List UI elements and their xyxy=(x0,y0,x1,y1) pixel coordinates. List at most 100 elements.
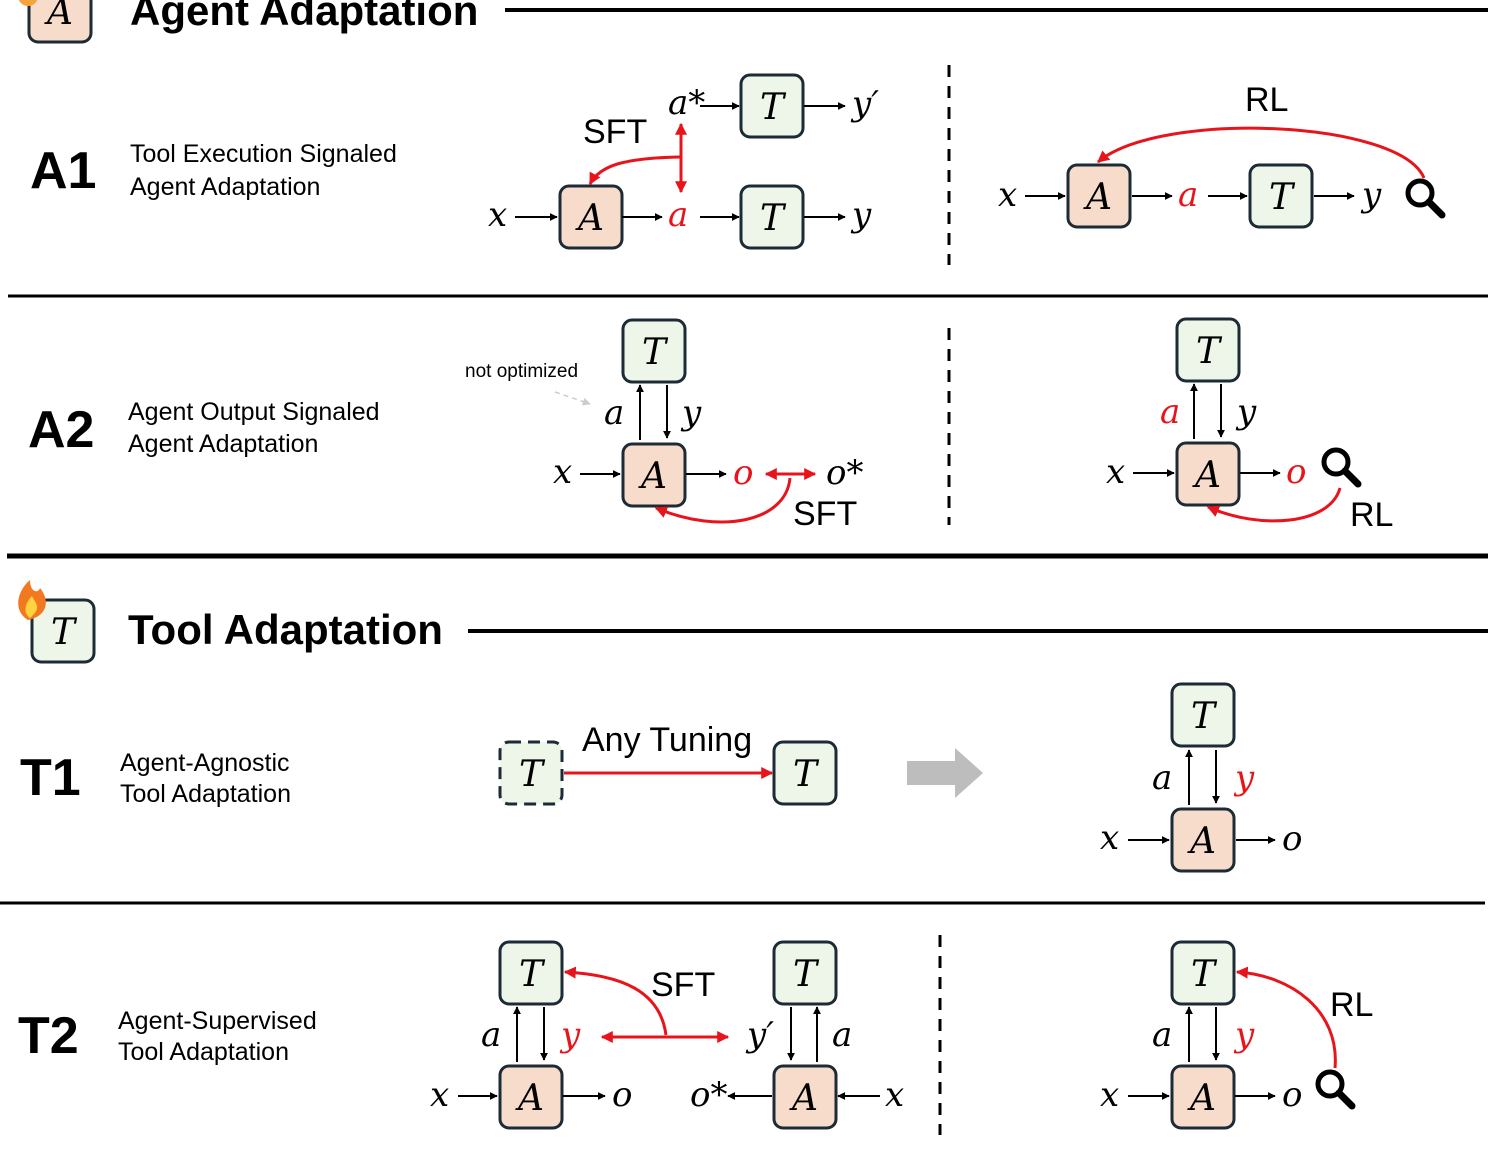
agent-symbol: A xyxy=(1187,821,1216,862)
method-label: RL xyxy=(1350,496,1393,534)
row-label-T1: T1 xyxy=(20,749,81,807)
undefined: a xyxy=(604,393,624,433)
action-output: a xyxy=(668,195,688,235)
signal-arrow xyxy=(563,966,668,1036)
undefined: x xyxy=(430,1075,449,1115)
undefined: a* xyxy=(668,83,705,123)
agent-box xyxy=(621,442,687,508)
tool-box xyxy=(498,940,564,1006)
tool-output: y xyxy=(559,1015,581,1055)
row-desc: Agent-Supervised xyxy=(118,1007,317,1035)
tool-symbol: T xyxy=(1191,696,1218,737)
undefined: x xyxy=(1100,1075,1119,1115)
agent-box xyxy=(27,0,93,44)
row-desc: Agent Adaptation xyxy=(130,173,320,201)
tool-symbol: T xyxy=(519,954,546,995)
undefined: x xyxy=(998,175,1017,215)
tool-box xyxy=(621,318,687,384)
note-label: not optimized xyxy=(465,361,578,382)
agent-box xyxy=(1170,1064,1236,1130)
signal-arrow xyxy=(1206,487,1342,523)
output: o xyxy=(733,453,753,493)
agent-symbol: A xyxy=(515,1078,544,1119)
tool-box xyxy=(498,740,564,806)
agent-symbol: A xyxy=(1187,1078,1216,1119)
undefined: o* xyxy=(826,453,863,493)
method-label: SFT xyxy=(583,113,647,151)
tool-box xyxy=(772,740,838,806)
undefined: a xyxy=(1152,758,1172,798)
undefined: y xyxy=(1360,175,1382,215)
signal-arrow xyxy=(588,155,682,186)
tool-symbol: T xyxy=(51,612,78,653)
method-label: RL xyxy=(1245,81,1288,119)
agent-symbol: A xyxy=(44,0,73,33)
tool-box xyxy=(30,598,96,664)
tool-box xyxy=(739,184,805,250)
tool-box xyxy=(772,940,838,1006)
tool-box xyxy=(1170,682,1236,748)
section-title-agent: Agent Adaptation xyxy=(130,0,478,34)
method-label: SFT xyxy=(793,495,857,533)
tool-symbol: T xyxy=(760,87,787,128)
tool-symbol: T xyxy=(760,198,787,239)
tool-box xyxy=(739,73,805,139)
magnifier-handle xyxy=(1335,1089,1356,1110)
agent-symbol: A xyxy=(575,198,604,239)
magnifier-icon xyxy=(1315,1069,1345,1099)
row-label-T2: T2 xyxy=(18,1007,79,1065)
transition-arrow xyxy=(907,748,983,798)
tool-symbol: T xyxy=(793,954,820,995)
undefined: y xyxy=(680,393,702,433)
magnifier-icon xyxy=(1405,178,1435,208)
row-desc: Tool Adaptation xyxy=(118,1038,289,1066)
row-desc: Agent Adaptation xyxy=(128,430,318,458)
tool-output: y xyxy=(1233,1015,1255,1055)
row-desc: Agent Output Signaled xyxy=(128,398,380,426)
undefined: y′ xyxy=(745,1015,774,1055)
fire-icon xyxy=(18,0,38,6)
undefined: a xyxy=(1152,1015,1172,1055)
undefined: x xyxy=(1100,818,1119,858)
method-label: RL xyxy=(1330,986,1373,1024)
undefined: y′ xyxy=(850,84,879,124)
method-label: SFT xyxy=(651,966,715,1004)
undefined: y xyxy=(850,195,872,235)
row-desc: Tool Adaptation xyxy=(120,780,291,808)
agent-box xyxy=(1175,441,1241,507)
undefined: o xyxy=(1282,1075,1302,1115)
undefined: x xyxy=(553,452,572,492)
magnifier-icon xyxy=(1321,447,1351,477)
tool-symbol: T xyxy=(1269,177,1296,218)
agent-symbol: A xyxy=(638,456,667,497)
agent-box xyxy=(498,1064,564,1130)
output: o xyxy=(1286,452,1306,492)
undefined: y xyxy=(1235,392,1257,432)
signal-arrow xyxy=(1235,966,1337,1069)
tool-output: y xyxy=(1233,758,1255,798)
signal-arrow xyxy=(1097,126,1426,179)
action-output: a xyxy=(1160,392,1180,432)
agent-box xyxy=(772,1064,838,1130)
undefined: o xyxy=(612,1075,632,1115)
undefined: a xyxy=(481,1015,501,1055)
undefined: x xyxy=(488,195,507,235)
note-arrow xyxy=(554,391,591,406)
magnifier-handle xyxy=(1425,198,1446,219)
tool-box xyxy=(1175,317,1241,383)
signal-arrow xyxy=(654,477,792,524)
undefined: o* xyxy=(690,1075,727,1115)
undefined: a xyxy=(832,1015,852,1055)
undefined: o xyxy=(1282,819,1302,859)
agent-symbol: A xyxy=(789,1078,818,1119)
tool-symbol: T xyxy=(519,754,546,795)
tool-box xyxy=(1248,163,1314,229)
agent-symbol: A xyxy=(1192,455,1221,496)
method-label: Any Tuning xyxy=(582,721,752,759)
row-label-A2: A2 xyxy=(28,401,94,459)
action-output: a xyxy=(1178,175,1198,215)
magnifier-handle xyxy=(1341,467,1362,488)
section-title-tool: Tool Adaptation xyxy=(128,606,443,653)
tool-symbol: T xyxy=(642,332,669,373)
